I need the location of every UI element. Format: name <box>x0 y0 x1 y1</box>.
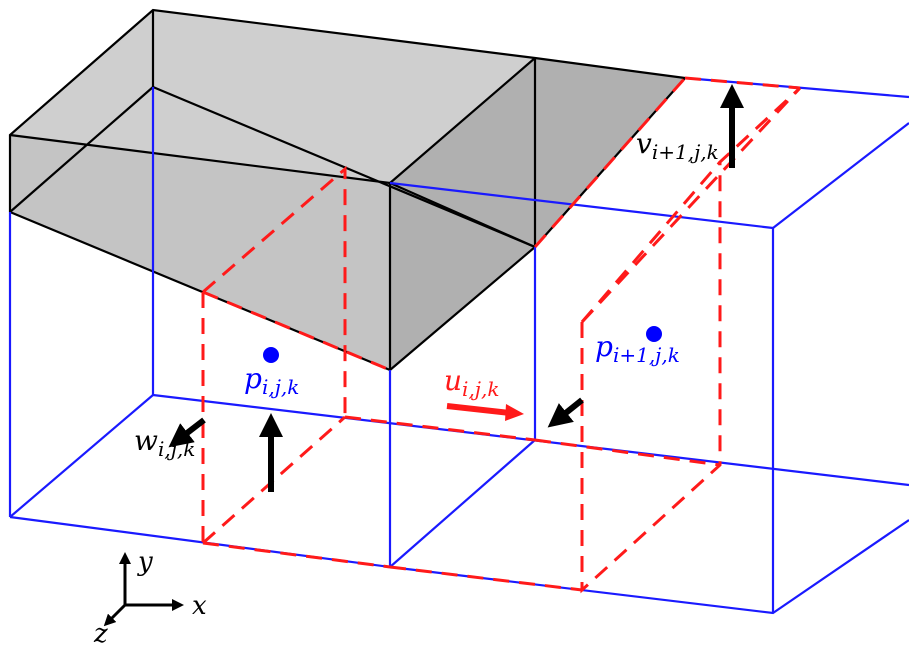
pressure-points <box>263 326 662 363</box>
axis-triad: y x z <box>93 547 207 647</box>
axis-label-y: y <box>137 547 153 577</box>
pressure-point-ijk <box>263 347 279 363</box>
cut-faces <box>201 76 802 594</box>
label-p-ijk: pi,j,k <box>244 362 299 399</box>
label-w-ijk: wi,j,k <box>134 424 195 461</box>
solid-obstacle <box>8 8 686 372</box>
w-arrow-ijk <box>168 417 206 448</box>
axis-label-x: x <box>192 591 207 621</box>
labels: pi,j,k pi+1,j,k ui,j,k vi+1,j,k wi,j,k <box>134 127 719 461</box>
axis-label-z: z <box>93 619 108 647</box>
label-p-i1jk: pi+1,j,k <box>595 330 680 367</box>
u-arrow-ijk <box>446 403 511 416</box>
w-arrow-i1jk <box>547 397 584 428</box>
u-arrow-head <box>505 404 524 421</box>
cut-face-left <box>202 165 347 417</box>
obstacle-side-face <box>390 58 685 370</box>
pressure-point-i1jk <box>646 326 662 342</box>
label-v-i1jk: vi+1,j,k <box>636 127 719 164</box>
label-u-ijk: ui,j,k <box>444 364 499 401</box>
velocity-arrows <box>168 84 744 492</box>
cut-face-right <box>580 86 802 594</box>
